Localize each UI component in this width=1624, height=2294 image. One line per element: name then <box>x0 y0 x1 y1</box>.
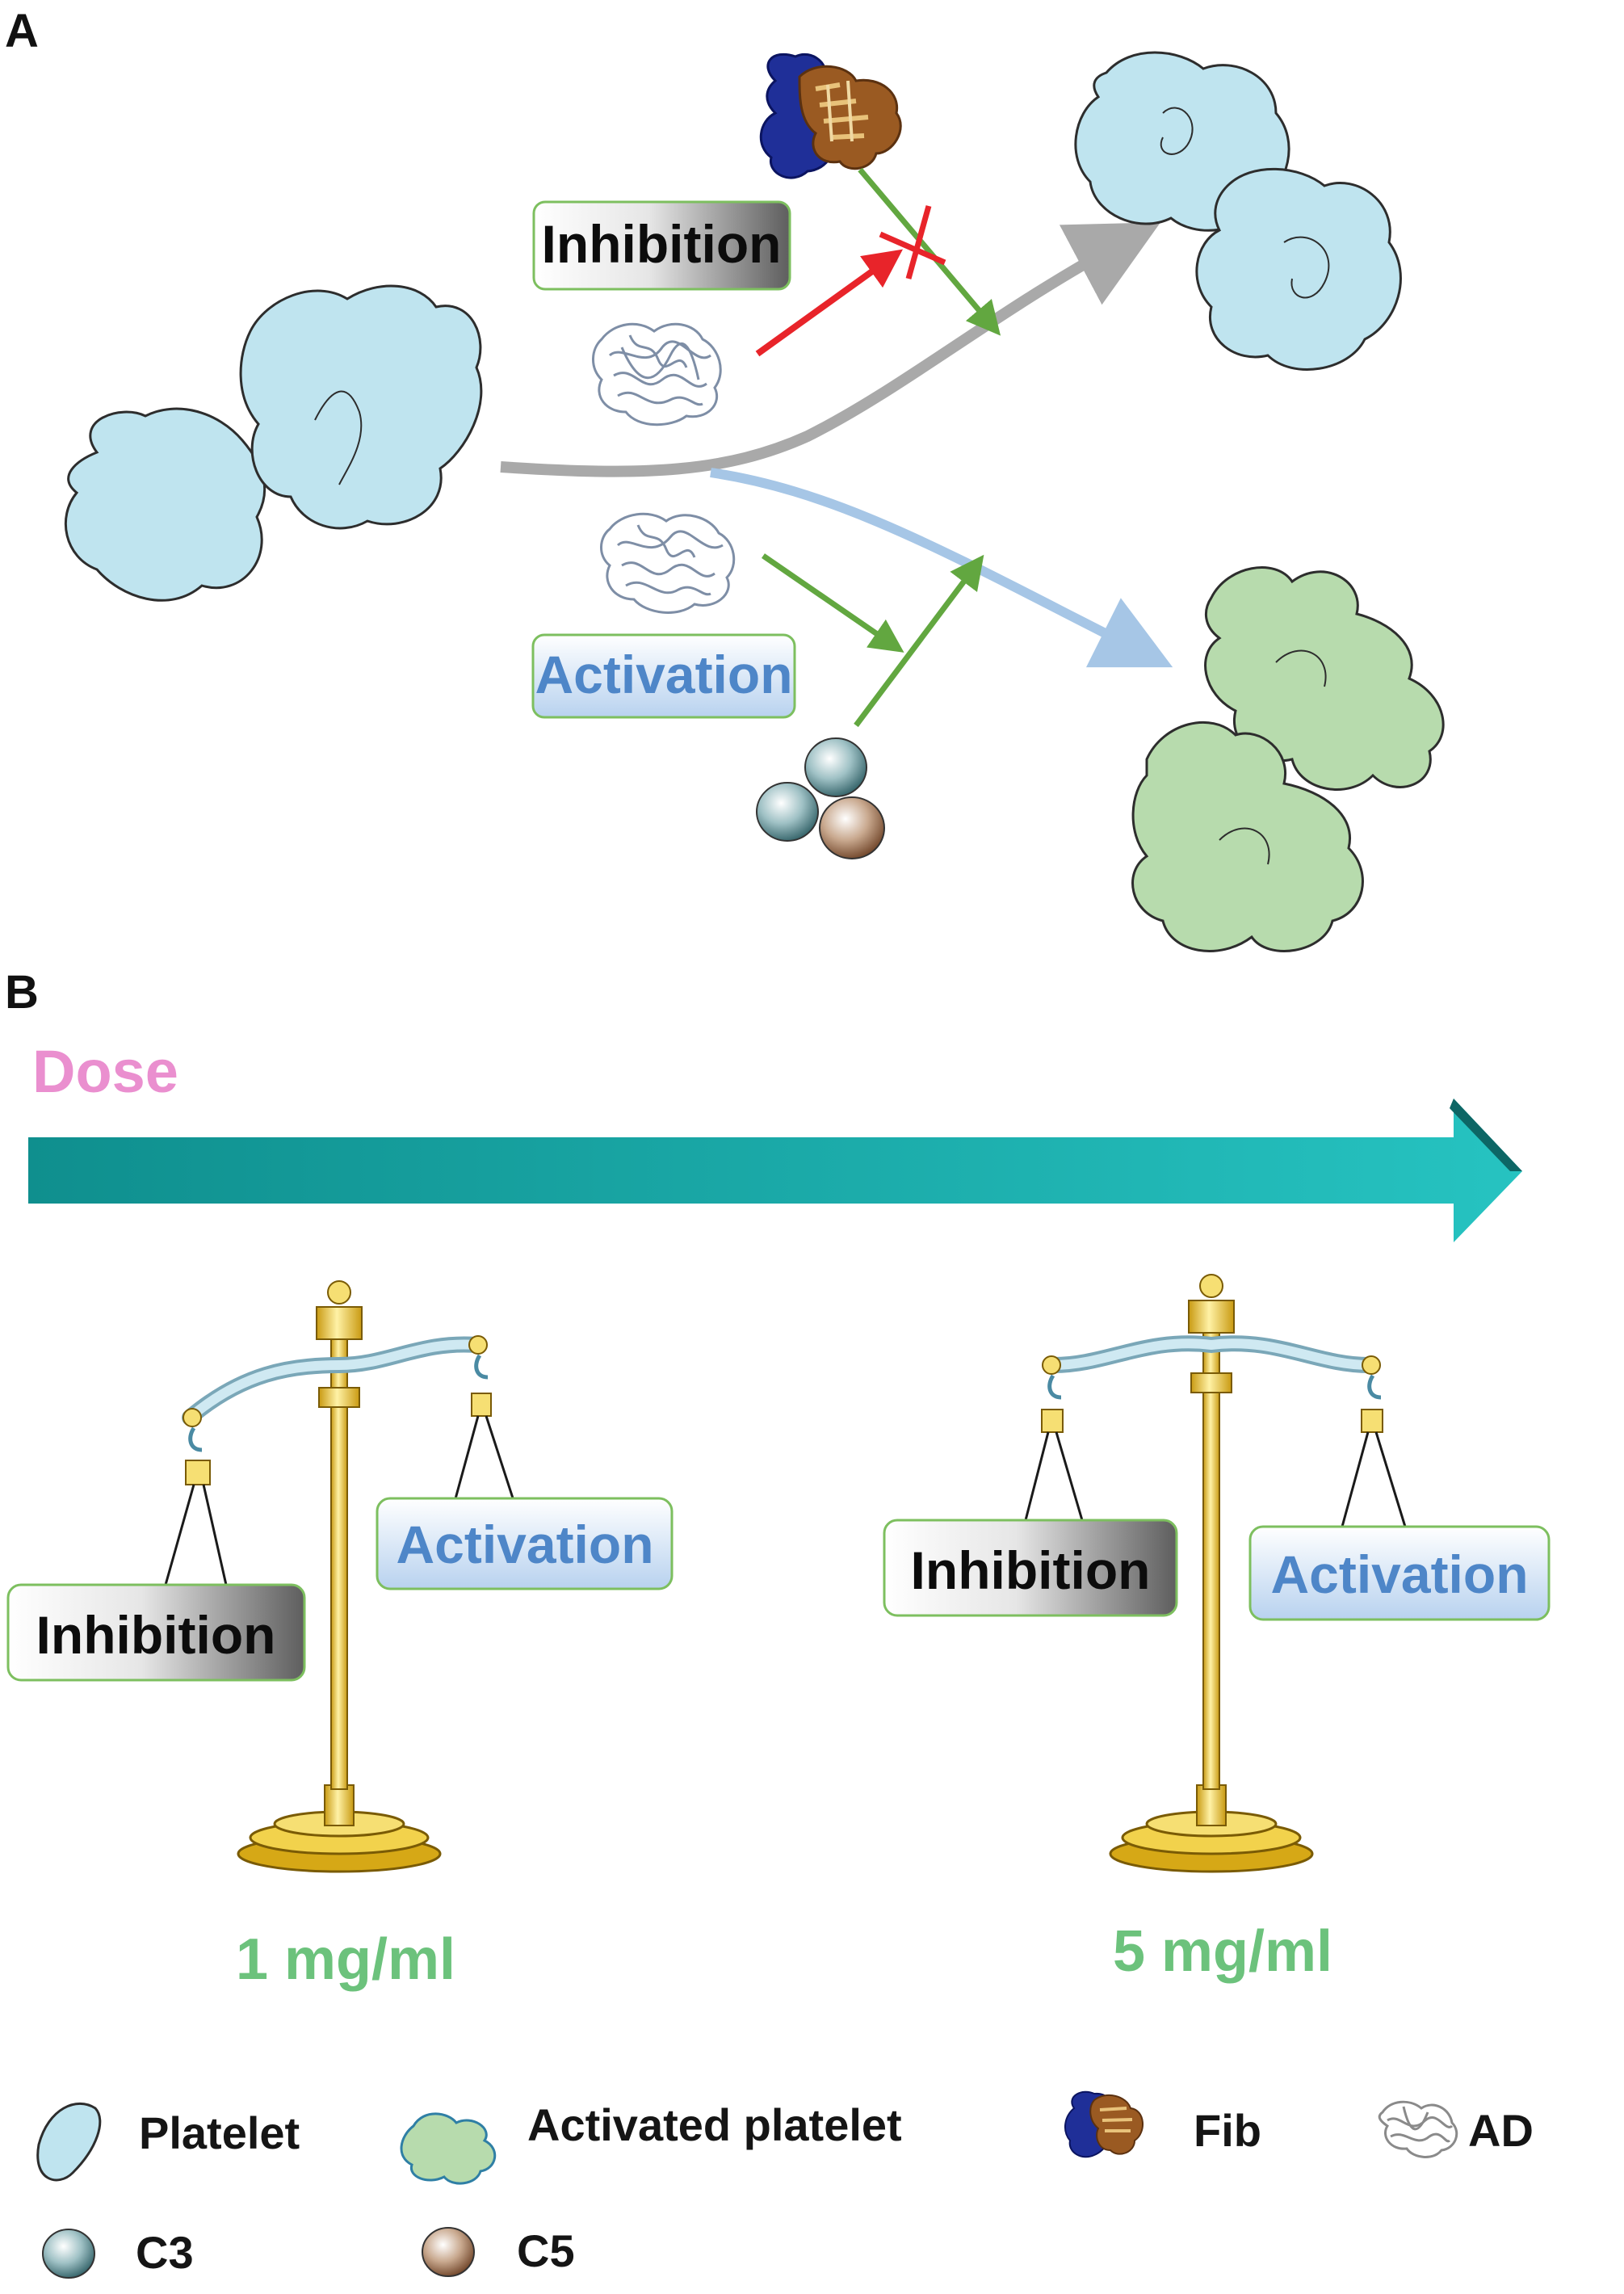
inhibition-label-b-right: Inhibition <box>883 1519 1178 1617</box>
legend-activated-platelet: Activated platelet <box>400 2099 902 2185</box>
balance-scale-left <box>164 1280 518 1873</box>
c5-icon <box>422 2227 475 2277</box>
legend-c3: C3 <box>42 2227 194 2279</box>
ad-activation-arrow <box>762 553 904 653</box>
legend-platelet: Platelet <box>36 2102 300 2182</box>
activation-label-b-left: Activation <box>376 1497 674 1590</box>
legend-label-fib: Fib <box>1194 2105 1261 2156</box>
activation-label-a: Activation <box>531 633 796 719</box>
legend: Platelet Activated platelet Fib AD <box>36 2090 1534 2279</box>
activated-platelet-shape <box>1204 566 1445 791</box>
complement-cluster-icon <box>756 737 885 859</box>
resting-platelet-pair <box>64 284 483 602</box>
ad-icon <box>1378 2100 1458 2158</box>
activation-text-b-left: Activation <box>396 1515 653 1574</box>
inhibition-arrow <box>755 249 903 357</box>
inhibition-label-a: Inhibition <box>532 200 791 291</box>
c3-sphere <box>804 737 867 797</box>
platelet-shape <box>1195 167 1402 371</box>
resting-platelet-pair-right <box>1074 51 1402 371</box>
activated-platelet-icon <box>400 2112 497 2185</box>
fib-protein-icon <box>759 53 902 179</box>
resting-pathway-arrow <box>500 222 1161 477</box>
activation-text-b-right: Activation <box>1270 1544 1528 1604</box>
activated-platelet-shape <box>1131 721 1364 952</box>
c5-sphere <box>819 796 885 859</box>
ad-aggregate-icon <box>592 322 722 426</box>
complement-activation-arrow <box>854 554 984 728</box>
activated-platelet-pair <box>1131 566 1445 952</box>
activation-text-a: Activation <box>535 645 792 704</box>
inhibition-text-b-left: Inhibition <box>36 1605 276 1665</box>
legend-c5: C5 <box>422 2225 575 2277</box>
platelet-shape <box>64 407 266 602</box>
legend-label-c3: C3 <box>136 2227 194 2278</box>
activation-pathway-arrow <box>710 468 1173 668</box>
dose-label: Dose <box>32 1038 178 1105</box>
legend-label-activated-platelet: Activated platelet <box>527 2099 902 2150</box>
platelet-shape <box>239 284 483 530</box>
fib-activation-arrow <box>858 167 1001 336</box>
legend-fib: Fib <box>1064 2090 1261 2158</box>
concentration-label-left: 1 mg/ml <box>236 1927 455 1992</box>
legend-label-platelet: Platelet <box>139 2107 300 2158</box>
activation-label-b-right: Activation <box>1248 1525 1551 1621</box>
inhibition-text-a: Inhibition <box>542 214 782 274</box>
inhibition-label-b-left: Inhibition <box>6 1583 306 1682</box>
panel-label-a: A <box>5 5 39 57</box>
fib-icon <box>1064 2090 1144 2158</box>
legend-label-c5: C5 <box>517 2225 575 2276</box>
legend-label-ad: AD <box>1468 2105 1534 2156</box>
c3-sphere <box>756 782 819 842</box>
balance-scale-right <box>1024 1274 1407 1873</box>
platelet-icon <box>36 2102 102 2182</box>
dose-arrow <box>28 1099 1522 1242</box>
ad-aggregate-icon-lower <box>600 512 736 614</box>
legend-ad: AD <box>1378 2100 1534 2158</box>
inhibition-text-b-right: Inhibition <box>911 1540 1151 1600</box>
blocked-cross-icon <box>879 205 946 279</box>
concentration-label-right: 5 mg/ml <box>1113 1919 1332 1984</box>
panel-label-b: B <box>5 966 39 1019</box>
c3-icon <box>42 2229 95 2279</box>
